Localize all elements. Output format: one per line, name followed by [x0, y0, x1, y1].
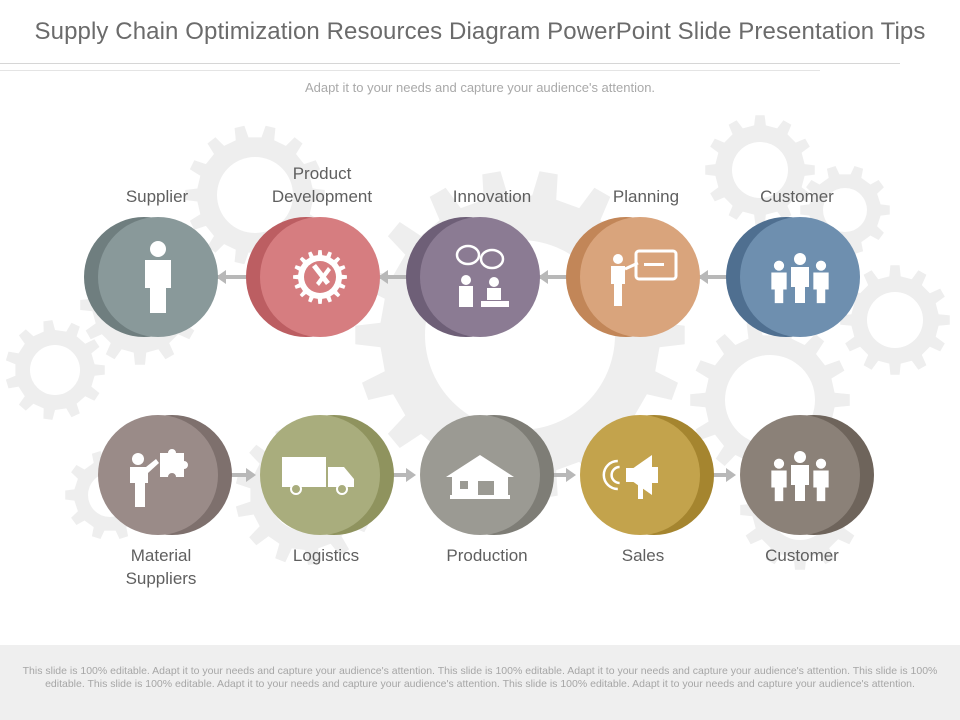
group-icon — [771, 253, 829, 304]
title-divider-secondary — [0, 70, 820, 71]
node-circle — [98, 415, 218, 535]
node-top-1 — [84, 217, 218, 337]
node-bottom-2 — [260, 415, 394, 535]
node-bottom-5 — [740, 415, 874, 535]
node-bottom-3 — [420, 415, 554, 535]
desk — [481, 301, 509, 307]
presentation-icon — [611, 249, 678, 306]
background-gear-hole-5 — [867, 292, 923, 348]
connector-arrow-r0-1 — [378, 270, 388, 284]
truck-wheel-2 — [336, 483, 348, 495]
label-logistics: Logistics — [292, 546, 360, 565]
footer-bar: This slide is 100% editable. Adapt it to… — [0, 645, 960, 720]
connector-line-r0-0 — [214, 275, 252, 279]
footer-text: This slide is 100% editable. Adapt it to… — [22, 665, 938, 690]
label-supplier: Supplier — [125, 187, 189, 206]
group-icon — [771, 451, 829, 502]
speech-bubble-right — [479, 248, 505, 270]
connector-arrow-r1-3 — [726, 468, 736, 482]
factory-icon — [446, 455, 514, 499]
person-body — [145, 260, 171, 313]
group-body-0 — [771, 272, 787, 304]
puzzle-piece — [160, 449, 188, 477]
presenter — [611, 266, 625, 306]
label-customer-top: Customer — [760, 187, 834, 206]
connector-arrow-r1-1 — [406, 468, 416, 482]
person-right — [487, 288, 501, 300]
label-material-suppliers-text: Material Suppliers — [125, 546, 197, 588]
label-planning: Planning — [612, 187, 680, 206]
person-left — [459, 286, 473, 307]
slide-subtitle: Adapt it to your needs and capture your … — [304, 80, 656, 95]
screwdriver-shape — [316, 267, 331, 286]
group-head-0 — [773, 260, 785, 271]
discussion-icon — [455, 244, 509, 307]
label-innovation: Innovation — [452, 187, 532, 206]
group-body-0 — [771, 470, 787, 502]
connector-line-r0-1 — [376, 275, 412, 279]
group-body-1 — [791, 465, 809, 501]
sound-wave-1 — [602, 459, 618, 491]
background-gear-hole-3 — [732, 142, 788, 198]
node-top-2 — [246, 217, 380, 337]
group-head-1 — [794, 451, 806, 463]
connector-line-r0-3 — [696, 275, 732, 279]
label-product-development-text: Product Development — [271, 164, 373, 206]
background-gear-hole-1 — [217, 157, 293, 233]
person-head — [150, 241, 166, 257]
node-bottom-1 — [98, 415, 232, 535]
house-window — [460, 481, 468, 489]
person-puzzle-icon — [130, 449, 188, 507]
connector-line-r0-2 — [536, 275, 572, 279]
wrench-shape — [312, 264, 330, 285]
gear-tools-icon — [293, 250, 347, 304]
group-body-1 — [791, 267, 809, 303]
group-body-2 — [813, 272, 829, 304]
background-gear-hole-6 — [30, 345, 80, 395]
slide-title: Supply Chain Optimization Resources Diag… — [34, 18, 926, 45]
house-door — [478, 481, 494, 495]
sound-wave-0 — [610, 465, 620, 485]
puzzle-person — [130, 459, 159, 507]
node-circle — [420, 217, 540, 337]
node-top-4 — [566, 217, 700, 337]
label-production: Production — [446, 546, 528, 565]
group-head-2 — [815, 458, 827, 469]
connector-arrow-r0-2 — [538, 270, 548, 284]
truck-icon — [282, 457, 354, 495]
background-gear-hole-4 — [823, 188, 867, 232]
title-divider — [0, 63, 900, 64]
truck-wheel-1 — [290, 483, 302, 495]
label-product-development: Product Development — [242, 162, 402, 208]
label-material-suppliers: Material Suppliers — [86, 544, 236, 590]
connector-arrow-r1-0 — [246, 468, 256, 482]
truck-cargo — [282, 457, 326, 487]
connector-arrow-r0-0 — [216, 270, 226, 284]
person-icon — [145, 241, 171, 313]
node-bottom-4 — [580, 415, 714, 535]
node-top-3 — [406, 217, 540, 337]
node-circle — [580, 217, 700, 337]
supply-chain-diagram — [84, 217, 874, 535]
group-body-2 — [813, 470, 829, 502]
group-head-1 — [794, 253, 806, 265]
megaphone-handle — [638, 483, 643, 499]
label-customer-bottom: Customer — [765, 546, 839, 565]
megaphone-icon — [602, 455, 658, 499]
connector-line-r1-0 — [214, 473, 252, 477]
group-head-2 — [815, 260, 827, 271]
label-sales: Sales — [621, 546, 665, 565]
speech-bubble-left — [455, 244, 481, 266]
house-roof — [446, 455, 514, 477]
node-top-5 — [726, 217, 860, 337]
connector-arrow-r0-3 — [698, 270, 708, 284]
truck-cab — [328, 467, 354, 487]
megaphone-cone — [632, 455, 652, 495]
connector-arrow-r1-2 — [566, 468, 576, 482]
group-head-0 — [773, 458, 785, 469]
